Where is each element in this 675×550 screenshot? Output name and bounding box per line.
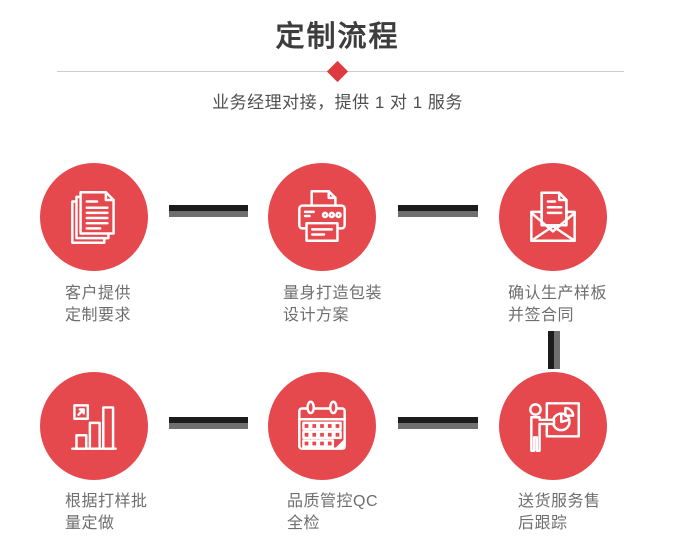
connector-horizontal-2: [398, 205, 478, 217]
connector-vertical: [548, 331, 560, 369]
step-label-batch-production: 根据打样批 量定做: [65, 491, 148, 535]
step-label-line: 根据打样批: [65, 493, 148, 510]
step-circle-customer-requirements: [40, 163, 148, 271]
step-label-line: 定制要求: [65, 307, 132, 324]
step-circle-batch-production: [40, 372, 148, 480]
diamond-icon: [326, 60, 349, 83]
step-label-line: 品质管控QC: [287, 493, 379, 510]
connector-horizontal-1: [169, 205, 248, 217]
calendar-icon: [298, 400, 346, 450]
step-circle-sample-contract: [499, 163, 607, 271]
step-circle-quality-control: [268, 372, 376, 480]
envelope-icon: [530, 191, 576, 242]
step-label-line: 设计方案: [283, 307, 350, 324]
step-label-line: 量身打造包装: [283, 285, 383, 302]
step-label-line: 送货服务售: [518, 493, 601, 510]
step-label-sample-contract: 确认生产样板 并签合同: [508, 283, 607, 327]
printer-icon: [298, 189, 346, 242]
step-label-line: 量定做: [65, 515, 115, 532]
step-circle-packaging-design: [268, 163, 376, 271]
page-title: 定制流程: [275, 21, 400, 53]
step-label-packaging-design: 量身打造包装 设计方案: [283, 283, 382, 327]
step-circle-delivery-service: [499, 372, 607, 480]
step-label-line: 客户提供: [65, 285, 132, 302]
step-label-quality-control: 品质管控QC 全检: [287, 491, 378, 535]
documents-icon: [71, 191, 115, 245]
bar-chart-icon: [71, 404, 117, 450]
connector-horizontal-4: [398, 417, 478, 429]
step-label-customer-requirements: 客户提供 定制要求: [65, 283, 131, 327]
step-label-line: 并签合同: [508, 307, 575, 324]
connector-horizontal-3: [169, 417, 248, 429]
page-subtitle: 业务经理对接，提供 1 对 1 服务: [212, 93, 463, 112]
step-label-line: 全检: [287, 515, 321, 532]
presentation-icon: [529, 402, 581, 452]
step-label-line: 后跟踪: [518, 515, 568, 532]
step-label-line: 确认生产样板: [508, 285, 608, 302]
step-label-delivery-service: 送货服务售 后跟踪: [518, 491, 601, 535]
